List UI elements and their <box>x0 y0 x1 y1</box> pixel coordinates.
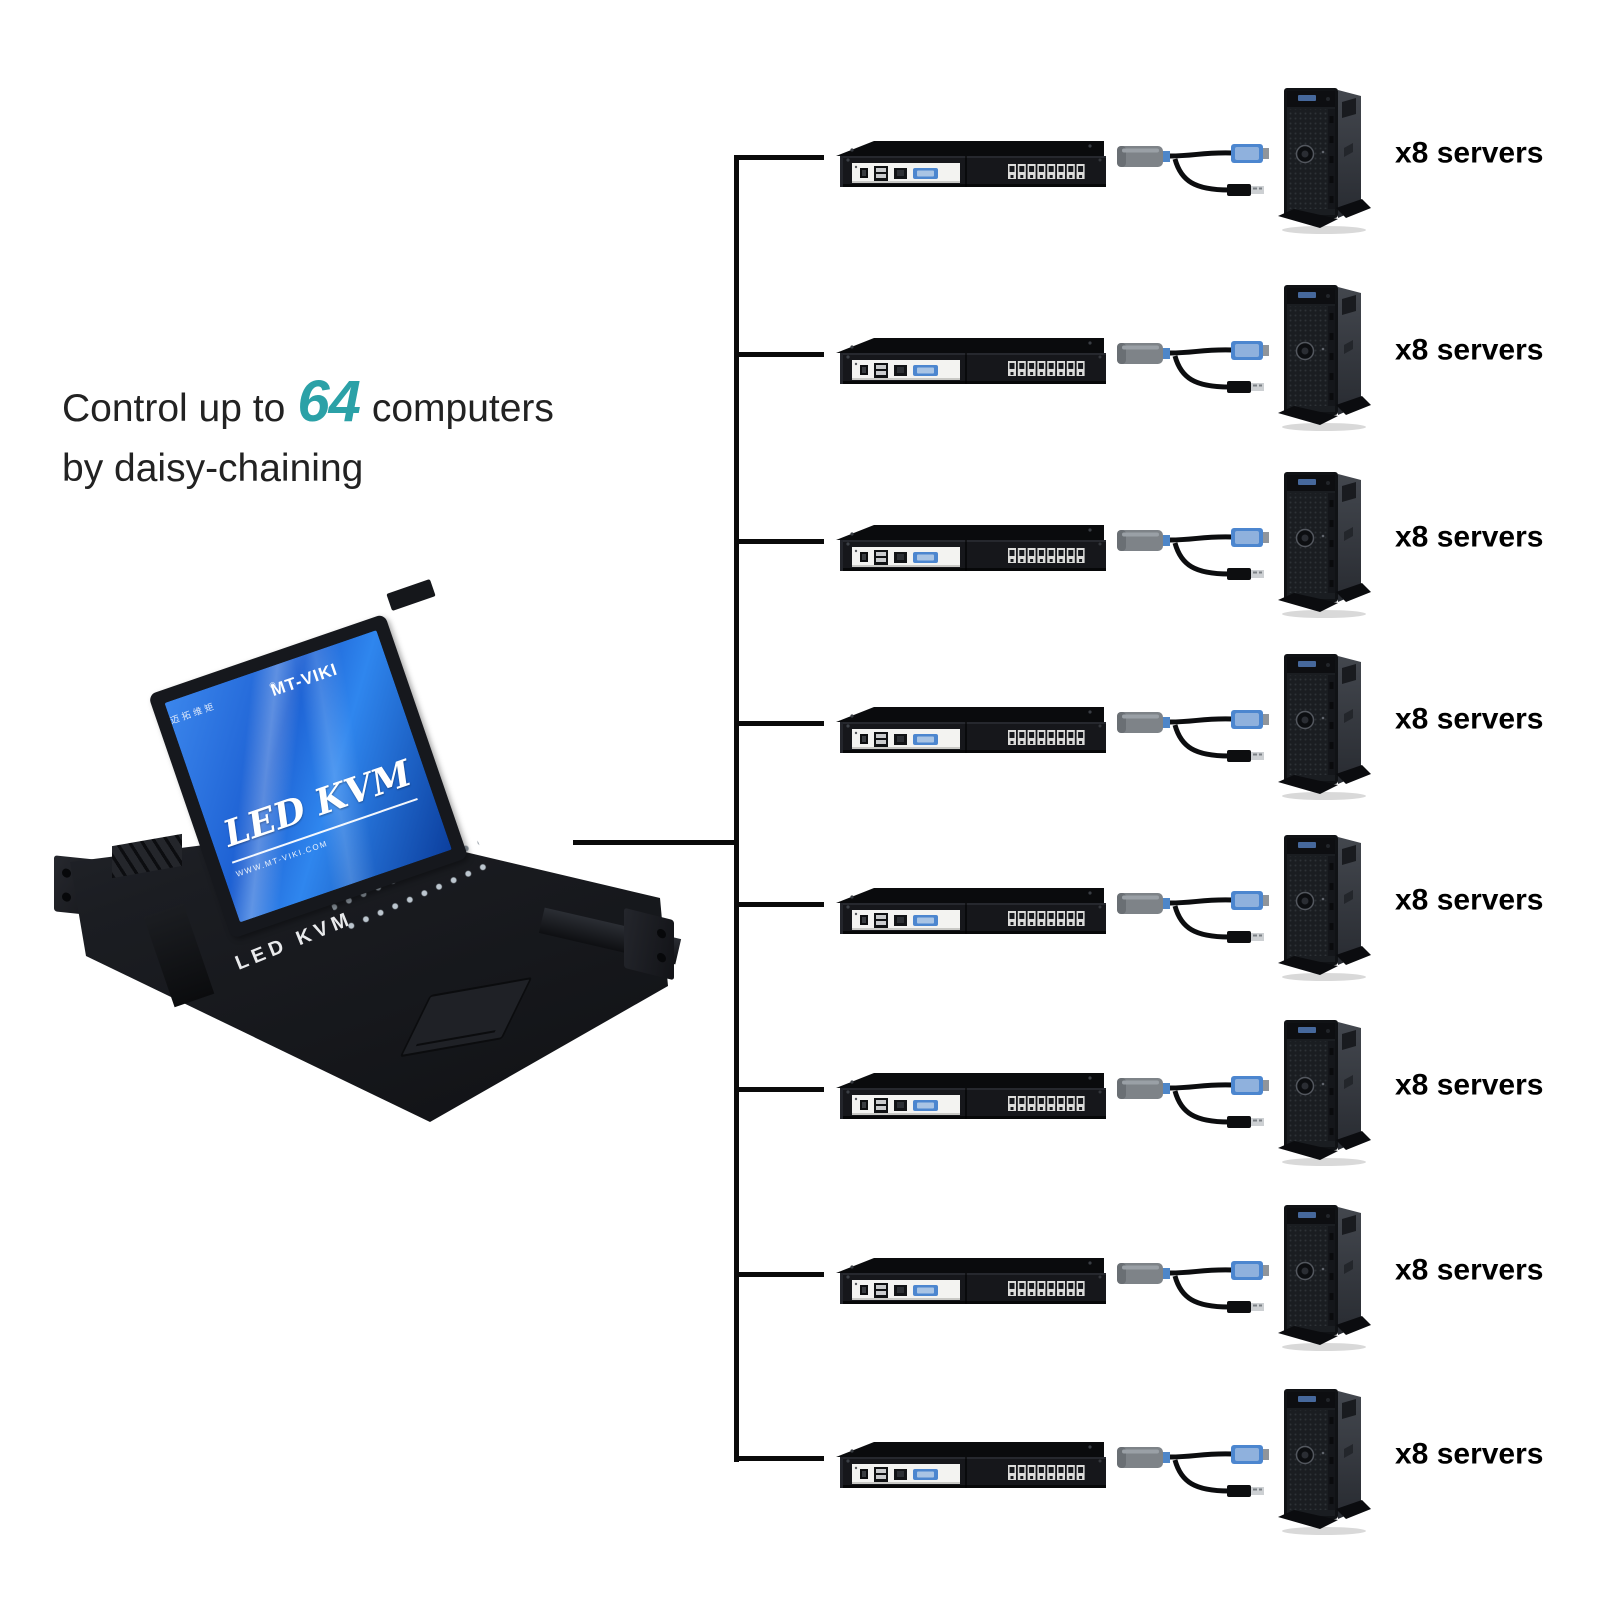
chain-row-4: x8 servers <box>720 649 1580 799</box>
branch-line <box>734 1272 824 1277</box>
kvm-switch-image <box>818 514 1118 574</box>
kvm-console-image: LED KVM MT-VIKI® 迈拓维矩 LED KVM WWW.MT-VIK… <box>40 578 700 1148</box>
server-tower-image <box>1278 1203 1373 1353</box>
heading-highlight-number: 64 <box>297 369 361 434</box>
row-label: x8 servers <box>1395 1253 1544 1287</box>
server-tower-image <box>1278 283 1373 433</box>
row-label: x8 servers <box>1395 520 1544 554</box>
kvm-switch-image <box>818 1431 1118 1491</box>
branch-line <box>734 721 824 726</box>
chain-row-1: x8 servers <box>720 83 1580 233</box>
server-tower-image <box>1278 652 1373 802</box>
screen-brand: MT-VIKI® 迈拓维矩 <box>169 648 368 726</box>
brand-subtitle: 迈拓维矩 <box>169 700 218 726</box>
chain-row-8: x8 servers <box>720 1384 1580 1534</box>
kvm-dongle-image <box>1115 870 1290 955</box>
kvm-switch-image <box>818 696 1118 756</box>
row-label: x8 servers <box>1395 1068 1544 1102</box>
branch-line <box>734 902 824 907</box>
branch-line <box>734 352 824 357</box>
console-screen-latch <box>386 579 436 611</box>
server-tower-image <box>1278 1018 1373 1168</box>
kvm-dongle-image <box>1115 1240 1290 1325</box>
console-feeder-line <box>573 840 736 845</box>
heading-line1: Control up to 64 computers <box>62 370 662 434</box>
kvm-switch-image <box>818 1247 1118 1307</box>
chain-row-3: x8 servers <box>720 467 1580 617</box>
row-label: x8 servers <box>1395 883 1544 917</box>
kvm-dongle-image <box>1115 689 1290 774</box>
row-label: x8 servers <box>1395 1437 1544 1471</box>
heading-line2: by daisy-chaining <box>62 446 364 490</box>
kvm-dongle-image <box>1115 123 1290 208</box>
server-tower-image <box>1278 86 1373 236</box>
screen-title: LED KVM <box>218 752 417 856</box>
kvm-switch-image <box>818 327 1118 387</box>
heading: Control up to 64 computers by daisy-chai… <box>62 370 662 491</box>
daisy-chain-trunk-line <box>734 155 739 1462</box>
branch-line <box>734 1456 824 1461</box>
kvm-switch-image <box>818 877 1118 937</box>
server-tower-image <box>1278 833 1373 983</box>
heading-suffix: computers <box>371 387 554 430</box>
kvm-switch-image <box>818 130 1118 190</box>
row-label: x8 servers <box>1395 702 1544 736</box>
kvm-dongle-image <box>1115 507 1290 592</box>
chain-row-6: x8 servers <box>720 1015 1580 1165</box>
chain-row-2: x8 servers <box>720 280 1580 430</box>
row-label: x8 servers <box>1395 333 1544 367</box>
kvm-switch-image <box>818 1062 1118 1122</box>
kvm-dongle-image <box>1115 1055 1290 1140</box>
kvm-dongle-image <box>1115 320 1290 405</box>
branch-line <box>734 1087 824 1092</box>
row-label: x8 servers <box>1395 136 1544 170</box>
chain-row-7: x8 servers <box>720 1200 1580 1350</box>
server-tower-image <box>1278 470 1373 620</box>
chain-row-5: x8 servers <box>720 830 1580 980</box>
kvm-dongle-image <box>1115 1424 1290 1509</box>
brand-name: MT-VIKI <box>268 659 341 701</box>
rack-ear-right <box>624 907 674 981</box>
branch-line <box>734 539 824 544</box>
branch-line <box>734 155 824 160</box>
heading-prefix: Control up to <box>62 387 286 430</box>
server-tower-image <box>1278 1387 1373 1537</box>
